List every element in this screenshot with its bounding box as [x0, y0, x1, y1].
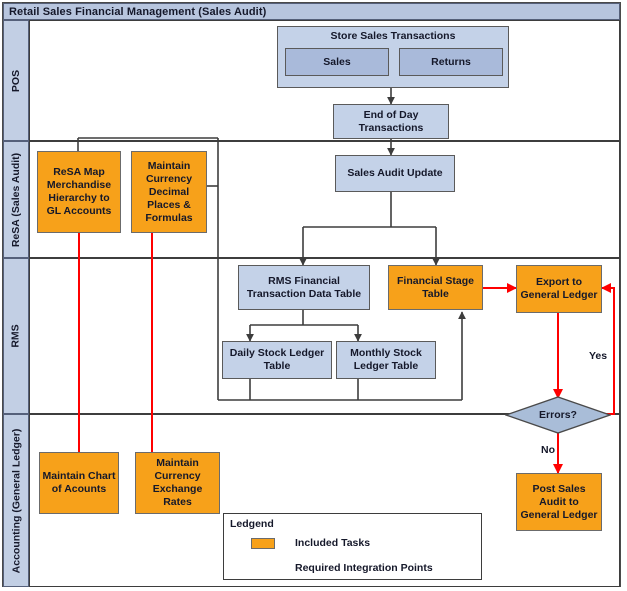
- legend-orange-swatch-icon: [251, 538, 275, 549]
- node-maintain-currency-decimal-places[interactable]: Maintain Currency Decimal Places & Formu…: [131, 151, 207, 233]
- maintain-currency-exchange-label: Maintain Currency Exchange Rates: [152, 457, 203, 508]
- diamond-shape: [503, 396, 613, 434]
- node-monthly-stock-ledger-table[interactable]: Monthly Stock Ledger Table: [336, 341, 436, 379]
- rms-financial-txn-label: RMS Financial Transaction Data Table: [246, 274, 362, 300]
- node-daily-stock-ledger-table[interactable]: Daily Stock Ledger Table: [222, 341, 332, 379]
- diagram-title-bar: Retail Sales Financial Management (Sales…: [3, 3, 620, 20]
- lane-label-rms: RMS: [10, 324, 22, 348]
- resa-map-label: ReSA Map Merchandise Hierarchy to GL Acc…: [46, 166, 112, 217]
- node-end-of-day-transactions[interactable]: End of Day Transactions: [333, 104, 449, 139]
- node-sales[interactable]: Sales: [285, 48, 389, 76]
- node-rms-financial-transaction-data-table[interactable]: RMS Financial Transaction Data Table: [238, 265, 370, 310]
- legend-item-included-tasks: Included Tasks: [295, 537, 371, 549]
- node-returns[interactable]: Returns: [399, 48, 503, 76]
- page-title: Retail Sales Financial Management (Sales…: [9, 5, 267, 18]
- lane-body-resa: [29, 141, 620, 258]
- sales-audit-update-label: Sales Audit Update: [347, 167, 443, 179]
- daily-stock-ledger-label: Daily Stock Ledger Table: [229, 347, 325, 372]
- node-maintain-chart-of-accounts[interactable]: Maintain Chart of Acounts: [39, 452, 119, 514]
- lane-header-accounting: Accounting (General Ledger): [3, 414, 29, 587]
- lane-header-resa: ReSA (Sales Audit): [3, 141, 29, 258]
- legend-item-required-integration-points: Required Integration Points: [295, 562, 433, 574]
- lane-header-pos: POS: [3, 20, 29, 141]
- node-export-to-general-ledger[interactable]: Export to General Ledger: [516, 265, 602, 313]
- lane-label-pos: POS: [10, 69, 22, 92]
- node-maintain-currency-exchange-rates[interactable]: Maintain Currency Exchange Rates: [135, 452, 220, 514]
- node-resa-map-merchandise-hierarchy[interactable]: ReSA Map Merchandise Hierarchy to GL Acc…: [37, 151, 121, 233]
- edge-label-yes: Yes: [589, 350, 608, 362]
- node-financial-stage-table[interactable]: Financial Stage Table: [388, 265, 483, 310]
- sales-label: Sales: [323, 55, 351, 68]
- node-errors-decision[interactable]: Errors?: [503, 396, 613, 434]
- monthly-stock-ledger-label: Monthly Stock Ledger Table: [350, 347, 422, 372]
- returns-label: Returns: [431, 55, 471, 68]
- lane-label-accounting: Accounting (General Ledger): [10, 428, 22, 573]
- edge-label-no: No: [541, 444, 555, 456]
- end-of-day-label: End of Day Transactions: [358, 108, 424, 134]
- financial-stage-table-label: Financial Stage Table: [396, 274, 475, 300]
- legend: Ledgend Included Tasks Required Integrat…: [223, 513, 482, 580]
- lane-header-rms: RMS: [3, 258, 29, 414]
- store-sales-transactions-label: Store Sales Transactions: [330, 30, 456, 42]
- legend-title: Ledgend: [230, 518, 274, 530]
- node-post-sales-audit-to-general-ledger[interactable]: Post Sales Audit to General Ledger: [516, 473, 602, 531]
- lane-label-resa: ReSA (Sales Audit): [10, 152, 23, 247]
- export-to-gl-label: Export to General Ledger: [520, 276, 598, 301]
- maintain-chart-of-accounts-label: Maintain Chart of Acounts: [42, 470, 116, 495]
- node-sales-audit-update[interactable]: Sales Audit Update: [335, 155, 455, 192]
- post-sales-audit-label: Post Sales Audit to General Ledger: [520, 482, 598, 521]
- maintain-currency-decimal-label: Maintain Currency Decimal Places & Formu…: [145, 159, 193, 224]
